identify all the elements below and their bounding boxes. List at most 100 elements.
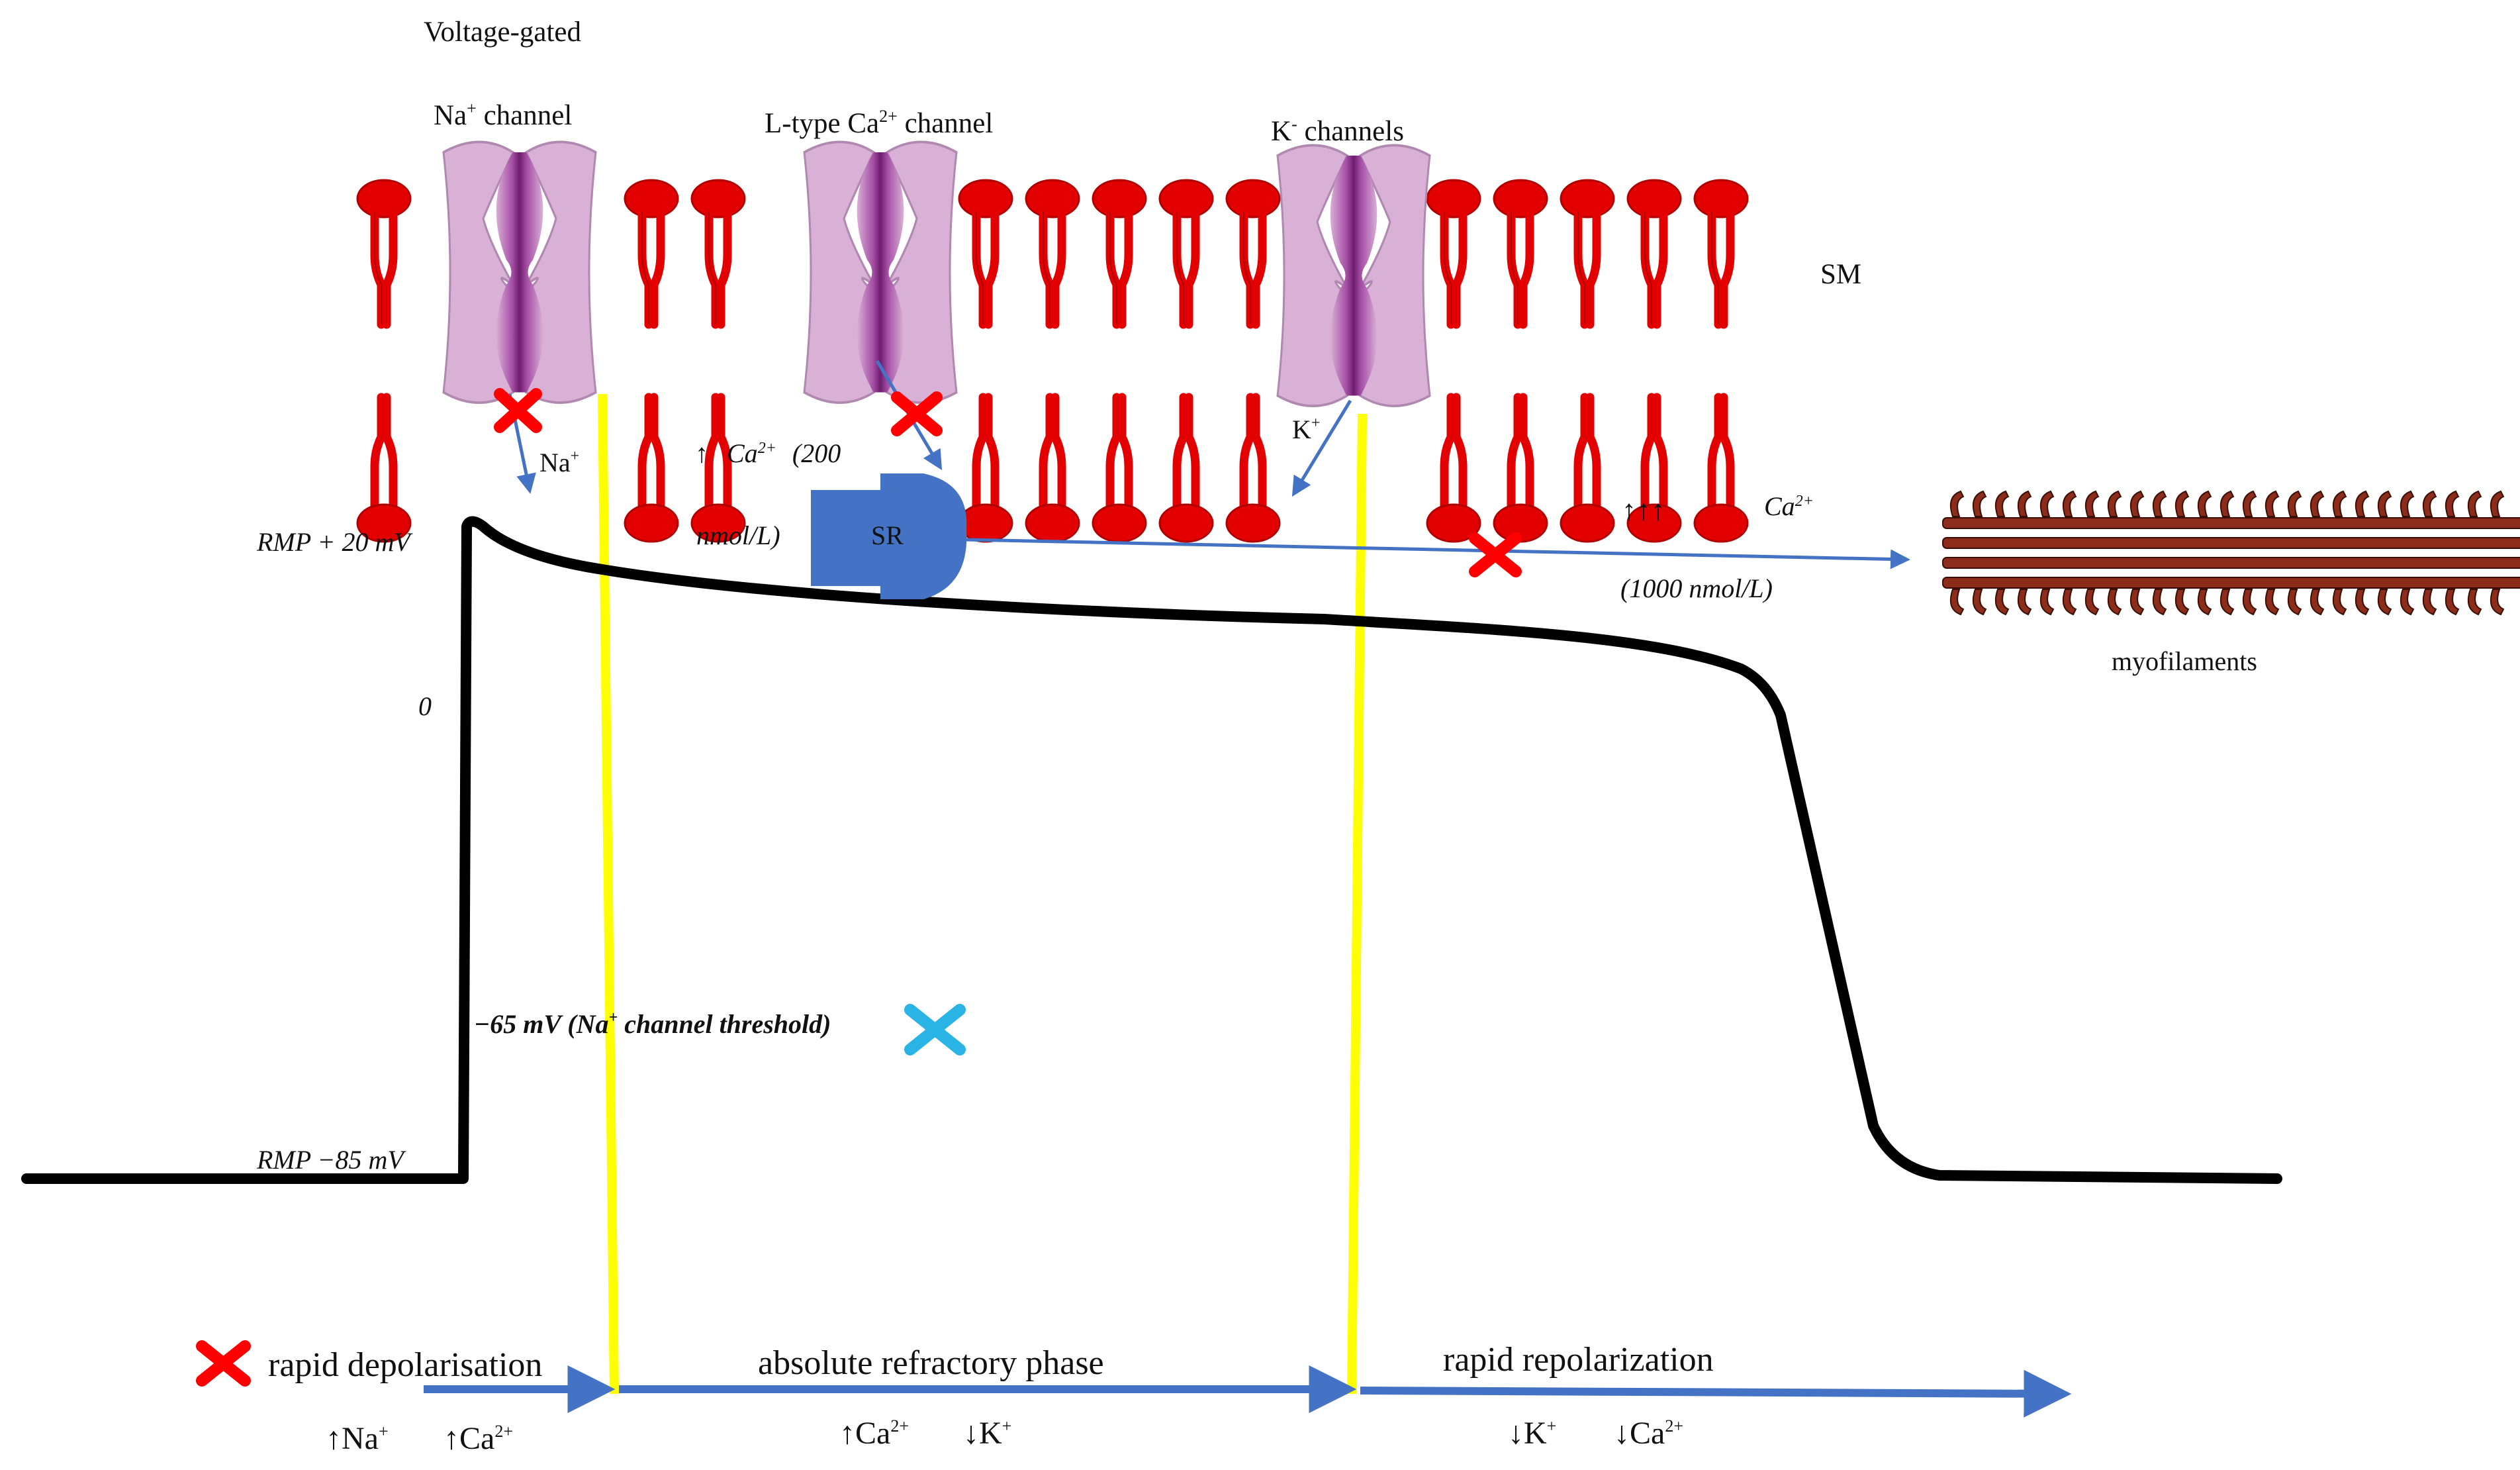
phase3-k-change: ↓K+ [1508,1416,1556,1451]
threshold-block-icon [904,1004,966,1055]
zero-mv-label: 0 [418,691,432,721]
na-ion-label: Na+ [539,448,579,477]
myofilament-strand [2265,490,2280,517]
rmp-plus-20-label: RMP + 20 mV [256,527,413,557]
na-channel-block-icon [494,388,542,433]
myofilament-strand [1942,537,2520,549]
ca-release-arrow [966,538,1910,569]
myofilament-strand [2400,589,2415,616]
phase1-na-change: ↑Na+ [326,1421,389,1456]
myofilament-strand [1950,589,1965,616]
myofilament-strand [2310,490,2325,517]
myofilament-strand [2130,589,2145,616]
myofilament-strand [2445,490,2460,517]
myofilament-strand [2400,490,2415,517]
phase2-k-change: ↓K+ [963,1416,1011,1451]
sr-label: SR [871,520,904,550]
lipid-molecule [1695,180,1748,542]
phase-label-repolarization: rapid repolarization [1443,1341,1714,1379]
sarcolemma-label: SM [1820,259,1861,290]
lipid-molecule [692,180,745,542]
myofilament-strand [2378,490,2392,517]
myofilament-strand [2378,589,2392,616]
k-ion-label: K+ [1292,415,1320,444]
myofilament-strand [2063,589,2077,616]
lipid-molecule [625,180,678,542]
myofilament-strand [1942,577,2520,589]
nmol-200-label: nmol/L) [696,520,780,550]
myofilament-strand [2243,589,2257,616]
myofilament-strand [2265,589,2280,616]
ca-channel-label: L-type Ca2+ channel [765,107,993,139]
ca-200-label: ↑Ca2+(200 [695,438,841,468]
ca-1000-arrows: ↑↑↑ [1622,494,1665,526]
ca-1000-conc: (1000 nmol/L) [1620,573,1773,603]
ca-1000-ion: Ca2+ [1764,491,1814,521]
myofilament-strand [2490,490,2505,517]
myofilament-strand [1942,557,2520,569]
phase-boundary-2 [1347,413,1367,1395]
threshold-label: −65 mV (Na+ channel threshold) [474,1009,831,1039]
na-channel-icon [442,140,597,404]
myofilaments-icon [1942,490,2520,616]
myofilament-strand [2153,490,2167,517]
myofilament-strand [2333,589,2347,616]
myofilament-strand [2220,589,2235,616]
myofilament-strand [1995,490,2010,517]
myofilaments-label: myofilaments [2112,646,2257,676]
na-channel-label: Na+ channel [434,99,572,131]
k-channel-icon [1276,144,1431,407]
myofilament-strand [2040,589,2055,616]
phase3-ca-change: ↓Ca2+ [1614,1416,1683,1451]
myofilament-strand [2333,490,2347,517]
phase-label-depolarisation: rapid depolarisation [268,1346,542,1384]
myofilament-strand [2288,589,2302,616]
rmp-minus-85-label: RMP −85 mV [256,1145,406,1175]
k-efflux-arrow [1291,399,1352,497]
myofilament-strand [2445,589,2460,616]
lipid-molecule [1227,180,1280,542]
myofilament-strand [2468,589,2482,616]
myofilament-strand [2018,490,2032,517]
myofilament-strand [2198,589,2212,616]
myofilament-strand [2355,589,2370,616]
myofilament-strand [2085,490,2100,517]
myofilament-strand [2130,490,2145,517]
myofilament-strand [1973,589,1987,616]
ca-channel-block-icon [891,391,943,436]
myofilament-strand [1995,589,2010,616]
myofilament-strand [2243,490,2257,517]
myofilament-strand [2085,589,2100,616]
myofilament-strand [2198,490,2212,517]
myofilament-strand [2153,589,2167,616]
myofilament-strand [2468,490,2482,517]
phase-boundary-1 [598,393,619,1395]
myofilament-strand [1942,517,2520,529]
myofilament-strand [2310,589,2325,616]
action-potential-trace [21,516,2282,1184]
lipid-molecule [1427,180,1480,542]
myofilament-strand [2423,490,2437,517]
myofilament-strand [2175,589,2190,616]
myofilament-strand [2040,490,2055,517]
lipid-molecule [1628,180,1681,542]
phase1-ca-change: ↑Ca2+ [443,1421,513,1456]
myofilament-strand [2490,589,2505,616]
myofilament-strand [2108,490,2122,517]
lipid-molecule [959,180,1012,542]
phase2-ca-change: ↑Ca2+ [839,1416,909,1451]
k-channels-label: K- channels [1271,115,1404,147]
lipid-molecule [1160,180,1213,542]
myofilament-strand [2423,589,2437,616]
phase-arrow-repolarization [1360,1369,2072,1418]
myofilament-strand [2018,589,2032,616]
myofilament-strand [2288,490,2302,517]
legend-block-icon [196,1340,251,1387]
myofilament-strand [1950,490,1965,517]
ca-release-block-icon [1469,532,1522,577]
lipid-molecule [357,180,410,542]
voltage-gated-label: Voltage-gated [424,17,581,48]
myofilament-strand [2220,490,2235,517]
myofilament-strand [2063,490,2077,517]
